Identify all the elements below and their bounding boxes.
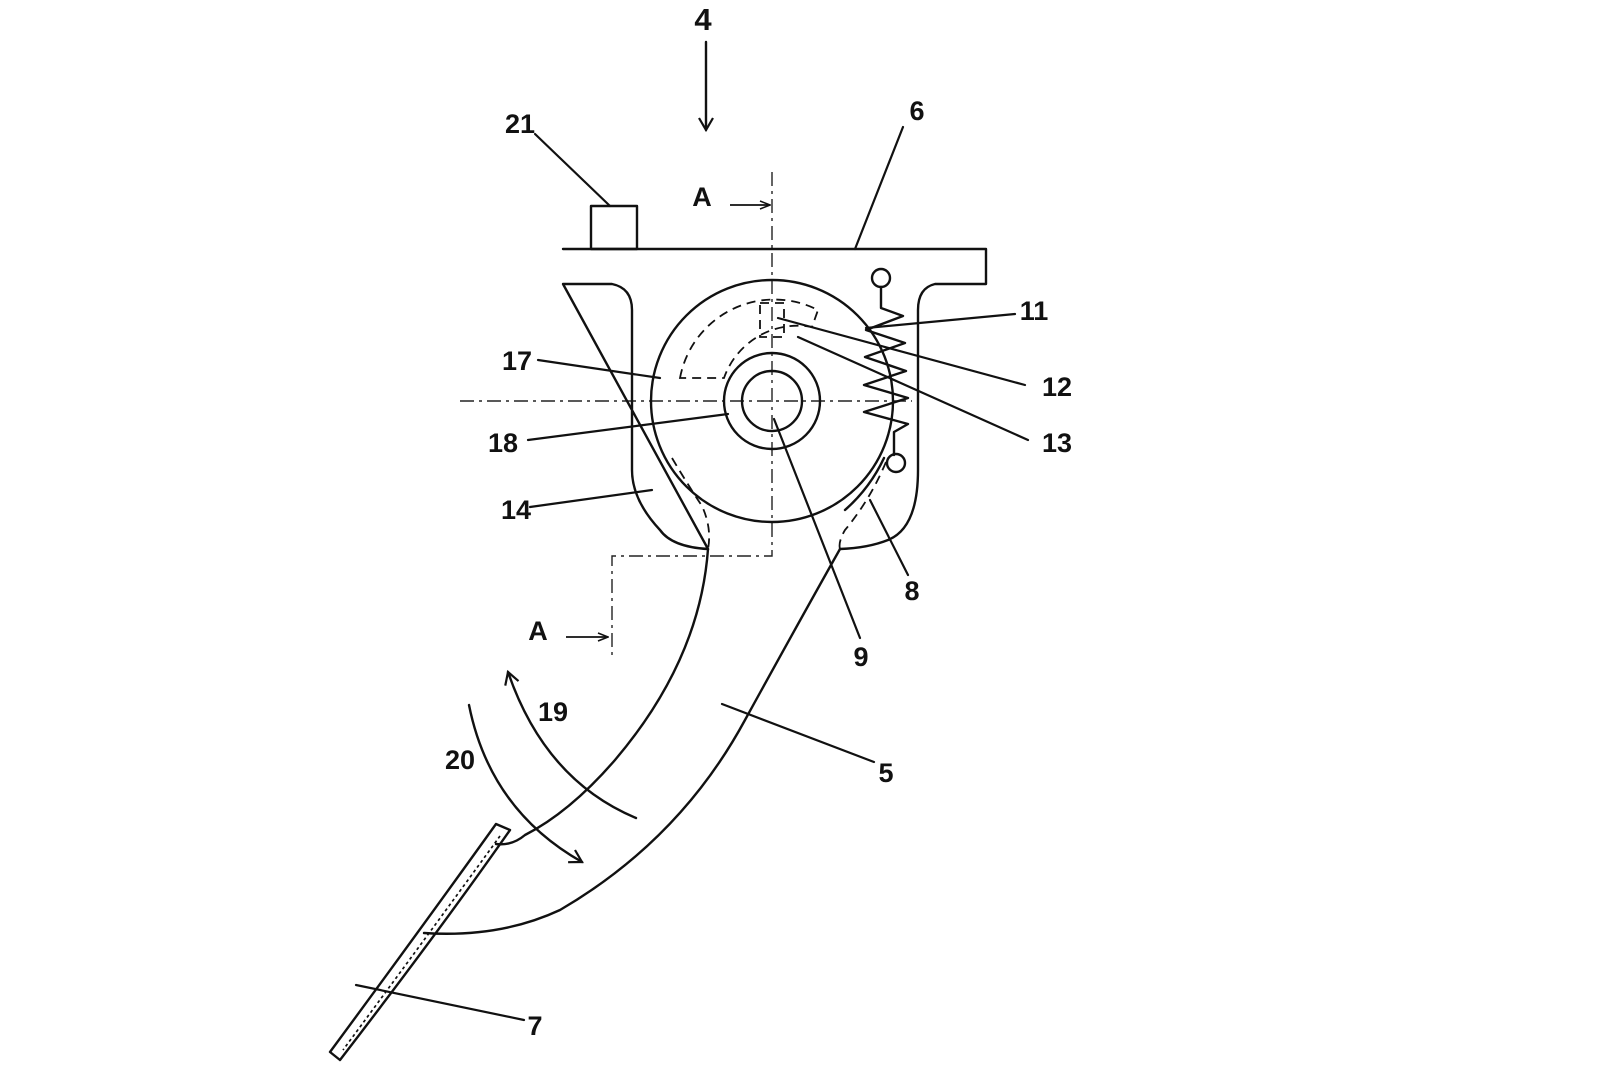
leader-11: [864, 312, 1017, 330]
hub-ring-18: [722, 351, 822, 451]
label-12: 12: [1042, 372, 1072, 402]
label-13: 13: [1042, 428, 1072, 458]
section-line-a: [611, 172, 773, 660]
label-14: 14: [501, 495, 531, 525]
spring-anchor-top: [870, 267, 892, 289]
motion-arrow-19: [504, 669, 638, 820]
pedal-lever-5-back: [422, 547, 842, 935]
pedal-pad-7: [328, 822, 512, 1062]
pedal-arm-hidden-edge-right: [838, 461, 887, 550]
motion-arrow-20: [467, 703, 584, 864]
leader-13: [796, 335, 1030, 442]
label-section-a-bottom: A: [528, 616, 548, 646]
label-20: 20: [445, 745, 475, 775]
label-11: 11: [1020, 296, 1049, 326]
leader-5: [720, 702, 876, 764]
label-9: 9: [853, 642, 868, 672]
leader-12: [776, 316, 1027, 387]
pedal-pad-7-texture: [342, 835, 501, 1051]
leader-7: [354, 983, 526, 1022]
part-21-block: [589, 204, 639, 251]
label-17: 17: [502, 346, 532, 376]
label-view-4: 4: [694, 2, 712, 37]
pin-12: [759, 302, 785, 338]
spring-11: [862, 285, 910, 457]
leader-21: [533, 132, 612, 208]
pedal-arm-hidden-edge-left: [671, 457, 711, 550]
spring-anchor-bottom: [885, 452, 907, 474]
label-19: 19: [538, 697, 568, 727]
bracket-6: [561, 247, 988, 551]
arc-slot-13: [678, 298, 820, 379]
rotor-disc-17: [649, 278, 895, 524]
leader-14: [528, 488, 654, 509]
leader-9: [772, 417, 862, 640]
leader-18: [526, 412, 730, 442]
pedal-arm-8: [843, 456, 886, 512]
leader-17: [536, 358, 662, 380]
label-5: 5: [878, 758, 893, 788]
label-7: 7: [527, 1011, 542, 1041]
label-8: 8: [904, 576, 919, 606]
label-18: 18: [488, 428, 518, 458]
label-section-a-top: A: [692, 182, 712, 212]
leader-6: [853, 125, 905, 251]
leader-8: [868, 498, 910, 577]
label-21: 21: [505, 109, 535, 139]
pedal-lever-5: [494, 547, 710, 846]
shaft-9: [740, 369, 804, 433]
label-6: 6: [909, 96, 924, 126]
